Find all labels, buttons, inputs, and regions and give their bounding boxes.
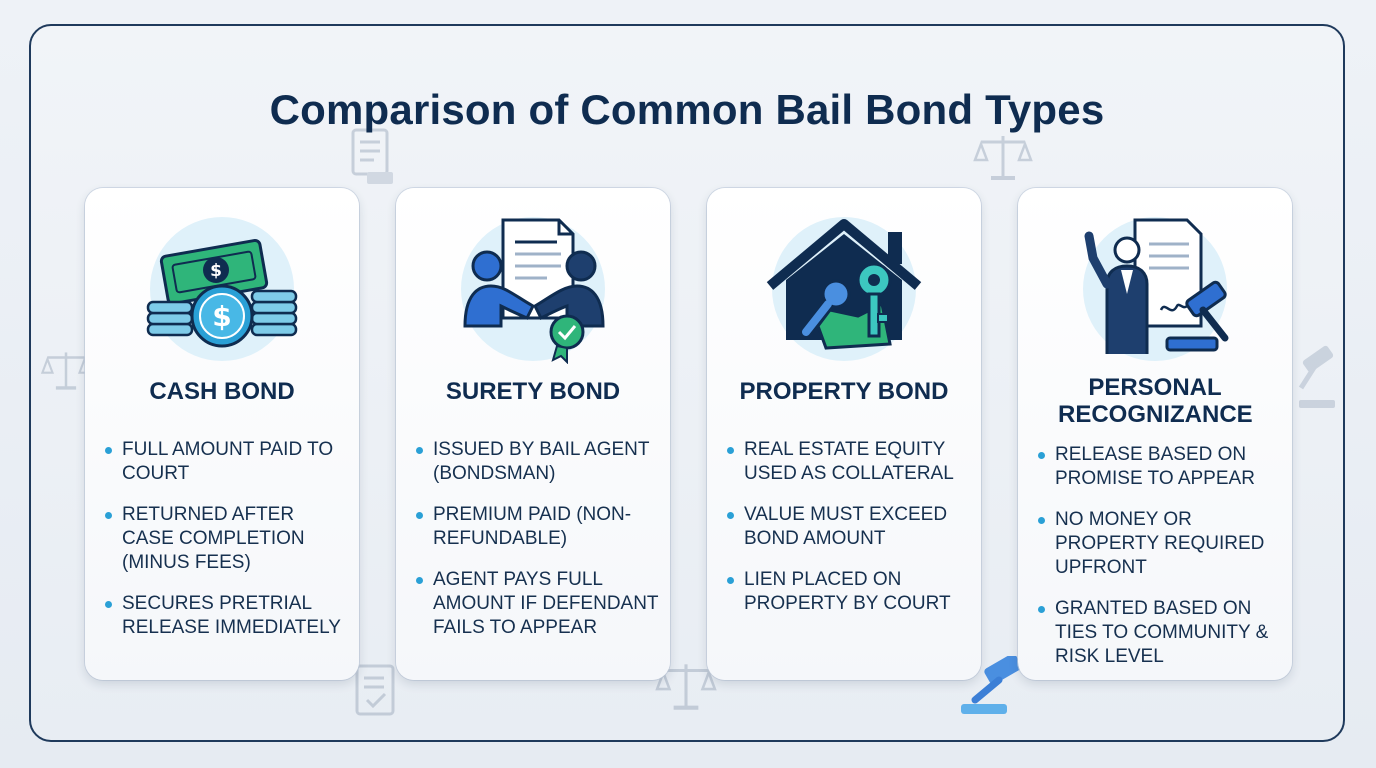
bullet-list: FULL AMOUNT PAID TO COURT RETURNED AFTER…	[105, 438, 349, 657]
list-item: PREMIUM PAID (NON-REFUNDABLE)	[416, 503, 660, 551]
cash-money-icon: $ $	[136, 214, 308, 364]
page-title: Comparison of Common Bail Bond Types	[269, 86, 1105, 133]
list-item: SECURES PRETRIAL RELEASE IMMEDIATELY	[105, 592, 349, 640]
svg-text:$: $	[210, 261, 222, 281]
document-icon	[351, 128, 393, 184]
list-item: RELEASE BASED ON PROMISE TO APPEAR	[1038, 443, 1282, 491]
svg-text:$: $	[212, 300, 231, 333]
card-property-bond: PROPERTY BOND REAL ESTATE EQUITY USED AS…	[707, 188, 981, 680]
oath-gavel-icon	[1069, 214, 1241, 364]
gavel-icon	[961, 656, 1022, 714]
document-check-icon	[355, 664, 395, 716]
list-item: GRANTED BASED ON TIES TO COMMUNITY & RIS…	[1038, 597, 1282, 669]
list-item: AGENT PAYS FULL AMOUNT IF DEFENDANT FAIL…	[416, 568, 660, 640]
scales-of-justice-icon	[655, 664, 717, 710]
infographic-frame: Comparison of Common Bail Bond Types $	[29, 24, 1345, 742]
card-title: CASH BOND	[149, 378, 295, 405]
bullet-list: REAL ESTATE EQUITY USED AS COLLATERAL VA…	[727, 438, 971, 633]
card-title: SURETY BOND	[445, 378, 621, 405]
list-item: FULL AMOUNT PAID TO COURT	[105, 438, 349, 486]
list-item: REAL ESTATE EQUITY USED AS COLLATERAL	[727, 438, 971, 486]
list-item: ISSUED BY BAIL AGENT (BONDSMAN)	[416, 438, 660, 486]
card-title: PERSONAL RECOGNIZANCE	[1058, 374, 1253, 428]
card-personal-recognizance: PERSONAL RECOGNIZANCE RELEASE BASED ON P…	[1018, 188, 1292, 680]
bullet-list: RELEASE BASED ON PROMISE TO APPEAR NO MO…	[1038, 443, 1282, 686]
list-item: NO MONEY OR PROPERTY REQUIRED UPFRONT	[1038, 508, 1282, 580]
list-item: VALUE MUST EXCEED BOND AMOUNT	[727, 503, 971, 551]
card-cash-bond: $ $ CASH BOND FULL AMOUNT PAID TO COURT …	[85, 188, 359, 680]
gavel-icon	[1298, 345, 1335, 408]
card-title: PROPERTY BOND	[739, 378, 949, 405]
list-item: LIEN PLACED ON PROPERTY BY COURT	[727, 568, 971, 616]
handshake-contract-icon	[447, 214, 619, 364]
bullet-list: ISSUED BY BAIL AGENT (BONDSMAN) PREMIUM …	[416, 438, 660, 657]
scales-of-justice-icon	[40, 352, 92, 390]
card-surety-bond: SURETY BOND ISSUED BY BAIL AGENT (BONDSM…	[396, 188, 670, 680]
scales-of-justice-icon	[973, 136, 1033, 180]
list-item: RETURNED AFTER CASE COMPLETION (MINUS FE…	[105, 503, 349, 575]
house-keys-icon	[758, 214, 930, 364]
